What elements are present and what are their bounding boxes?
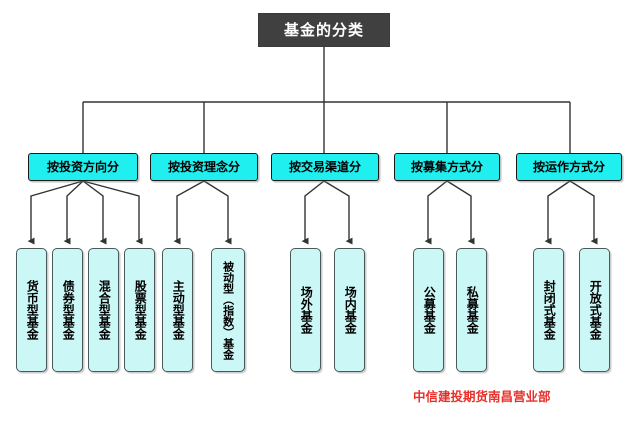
leaf-node-equity-fund[interactable]: 股票型基金 (124, 248, 155, 372)
category-node-label: 按交易渠道分 (288, 160, 361, 174)
category-node-fundraising-method[interactable]: 按募集方式分 (394, 153, 500, 181)
leaf-node-label: 开放式基金 (588, 280, 603, 340)
category-node-label: 按募集方式分 (410, 160, 483, 174)
category-node-trading-channel[interactable]: 按交易渠道分 (271, 153, 379, 181)
leaf-node-bond-fund[interactable]: 债券型基金 (52, 248, 83, 372)
leaf-node-closed-end-fund[interactable]: 封闭式基金 (533, 248, 564, 372)
category-node-investment-direction[interactable]: 按投资方向分 (28, 153, 138, 181)
leaf-node-label: 主动型基金 (171, 280, 186, 340)
category-node-investment-philosophy[interactable]: 按投资理念分 (150, 153, 258, 181)
category-node-label: 按运作方式分 (532, 160, 605, 174)
leaf-node-label: 公募基金 (422, 286, 437, 334)
leaf-node-label: 混合型基金 (97, 280, 112, 340)
leaf-node-label: 场内基金 (343, 286, 358, 334)
leaf-node-public-offering-fund[interactable]: 公募基金 (413, 248, 444, 372)
leaf-node-label: 债券型基金 (61, 280, 76, 340)
category-node-label: 按投资理念分 (167, 160, 240, 174)
leaf-node-label: 货币型基金 (25, 280, 40, 340)
leaf-node-active-fund[interactable]: 主动型基金 (162, 248, 193, 372)
leaf-node-open-end-fund[interactable]: 开放式基金 (579, 248, 610, 372)
leaf-node-label: 封闭式基金 (542, 280, 557, 340)
leaf-node-hybrid-fund[interactable]: 混合型基金 (88, 248, 119, 372)
leaf-node-otc-fund[interactable]: 场外基金 (290, 248, 321, 372)
leaf-node-private-fund[interactable]: 私募基金 (456, 248, 487, 372)
leaf-node-passive-index-fund[interactable]: 被动型（指数）基金 (211, 248, 245, 372)
leaf-node-exchange-traded-fund[interactable]: 场内基金 (334, 248, 365, 372)
root-node[interactable]: 基金的分类 (258, 13, 390, 47)
category-node-label: 按投资方向分 (46, 160, 119, 174)
root-node-label: 基金的分类 (283, 20, 364, 39)
leaf-node-label: 股票型基金 (133, 280, 148, 340)
leaf-node-label: 私募基金 (465, 286, 480, 334)
leaf-node-label: 场外基金 (299, 286, 314, 334)
footer-branch-name: 中信建投期货南昌营业部 (413, 389, 551, 404)
leaf-node-label: 被动型（指数）基金 (221, 260, 235, 360)
leaf-node-money-market-fund[interactable]: 货币型基金 (16, 248, 47, 372)
category-node-operation-method[interactable]: 按运作方式分 (516, 153, 622, 181)
